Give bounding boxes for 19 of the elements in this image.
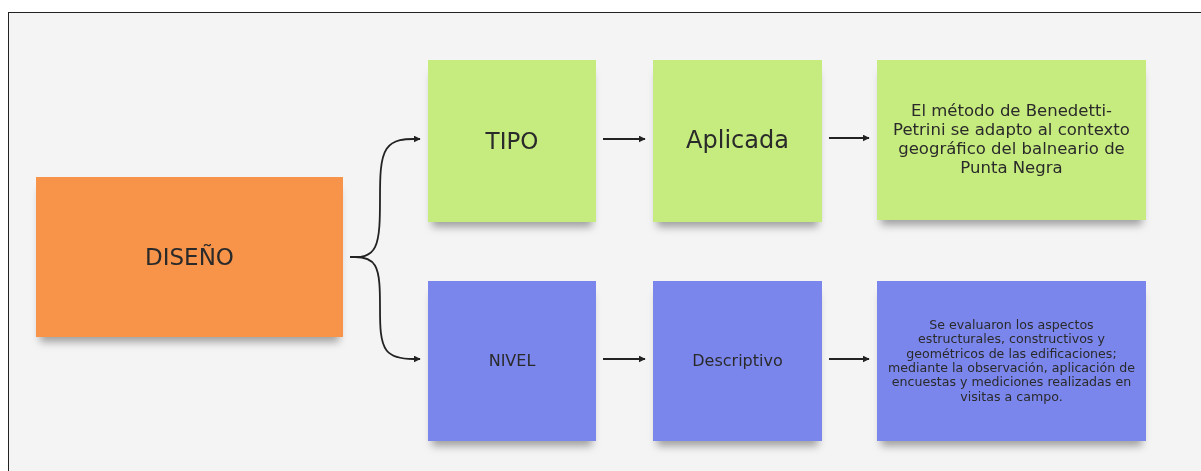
arrow — [828, 355, 870, 363]
sticky-note — [428, 60, 596, 222]
arrow — [828, 134, 870, 142]
note-text: Se evaluaron los aspectos estructurales, constructivos y geométricos de las edificaciones; mediante la observación, aplicación de encuestas y mediciones realizadas en visitas a campo. — [887, 317, 1136, 405]
note-text: Aplicada — [686, 127, 789, 155]
sticky-note — [877, 60, 1146, 220]
arrow — [602, 135, 646, 143]
sticky-note — [428, 281, 596, 441]
note-text: TIPO — [485, 127, 539, 155]
sticky-note — [653, 281, 822, 441]
note-text: NIVEL — [488, 351, 536, 371]
arrow — [349, 256, 421, 363]
sticky-note — [653, 60, 822, 222]
note-text: El método de Benedetti-Petrini se adapto al contexto geográfico del balneario de Punta Negra — [892, 102, 1131, 178]
note-text: DISEÑO — [145, 243, 234, 271]
note-text: Descriptivo — [692, 351, 783, 371]
arrow — [602, 355, 646, 363]
sticky-note — [36, 177, 343, 337]
sticky-note — [877, 281, 1146, 441]
